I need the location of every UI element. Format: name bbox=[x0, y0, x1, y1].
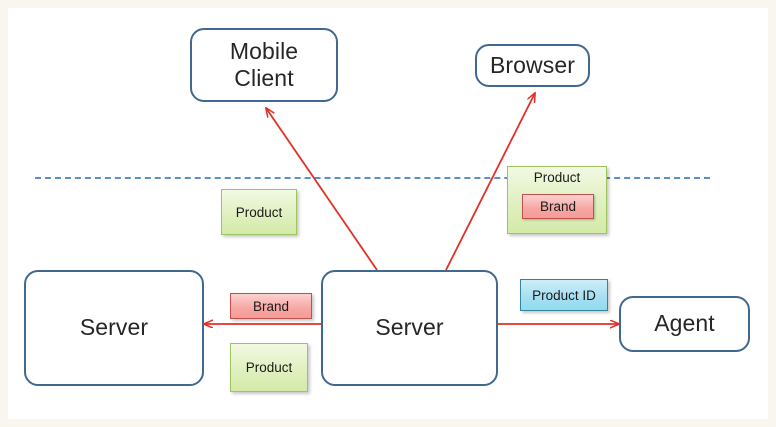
tag-product-id[interactable]: Product ID bbox=[520, 279, 608, 311]
tag-brand-nested-label: Brand bbox=[539, 199, 577, 214]
node-mobile-client-label: Mobile Client bbox=[224, 38, 304, 92]
node-agent-label: Agent bbox=[654, 310, 715, 337]
tag-brand-server[interactable]: Brand bbox=[230, 293, 312, 319]
tag-brand-server-label: Brand bbox=[252, 298, 290, 314]
node-browser[interactable]: Browser bbox=[475, 44, 590, 87]
node-server-left-label: Server bbox=[79, 314, 149, 341]
node-label-line1: Mobile bbox=[229, 37, 299, 64]
tag-product-left[interactable]: Product bbox=[221, 189, 297, 235]
tag-product-left-label: Product bbox=[235, 204, 283, 220]
tag-product-right-label: Product bbox=[533, 170, 581, 185]
node-server-center-label: Server bbox=[375, 314, 444, 341]
tag-product-server-label: Product bbox=[245, 360, 293, 375]
node-server-center[interactable]: Server bbox=[321, 270, 498, 386]
tag-product-server[interactable]: Product bbox=[230, 343, 308, 392]
tag-brand-nested[interactable]: Brand bbox=[522, 194, 594, 219]
node-label-line2: Client bbox=[234, 65, 294, 91]
trust-boundary-divider bbox=[35, 177, 710, 179]
node-mobile-client[interactable]: Mobile Client bbox=[190, 28, 338, 102]
node-browser-label: Browser bbox=[489, 51, 576, 78]
diagram-canvas: Mobile Client Browser Server Server Agen… bbox=[8, 8, 768, 419]
tag-product-right[interactable]: Product Brand bbox=[507, 166, 607, 234]
node-agent[interactable]: Agent bbox=[619, 296, 750, 352]
node-server-left[interactable]: Server bbox=[24, 270, 204, 386]
tag-product-id-label: Product ID bbox=[532, 287, 596, 303]
